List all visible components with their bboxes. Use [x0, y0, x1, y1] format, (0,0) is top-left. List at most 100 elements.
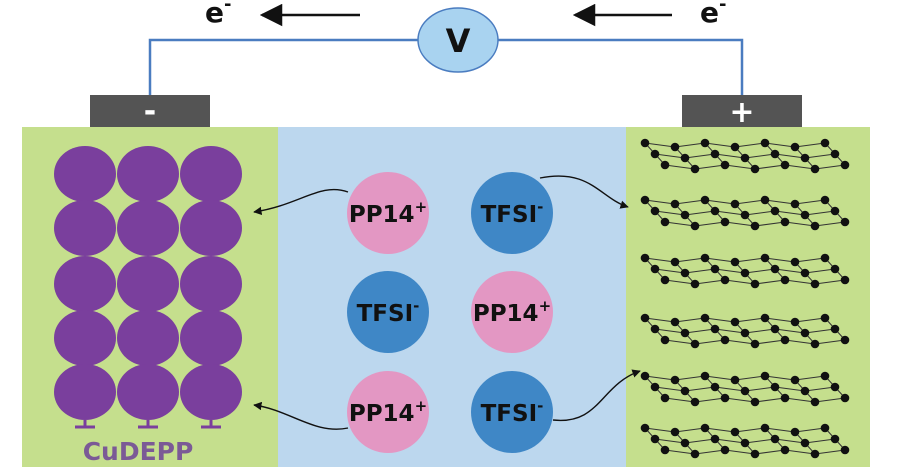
graphite-atom	[790, 257, 800, 267]
cathode-region	[626, 127, 870, 467]
graphite-atom	[750, 397, 760, 407]
graphite-atom	[710, 206, 720, 216]
cation-arrow-top	[253, 188, 349, 216]
graphite-atom	[760, 253, 770, 263]
graphite-layer	[640, 253, 850, 289]
graphite-atom	[790, 142, 800, 152]
graphite-atom	[750, 449, 760, 459]
graphite-atom	[750, 279, 760, 289]
graphite-atom	[820, 371, 830, 381]
graphite-atom	[650, 434, 660, 444]
cudepp-particle	[117, 310, 179, 366]
graphite-atom	[780, 445, 790, 455]
graphite-atom	[760, 423, 770, 433]
graphite-atom	[650, 382, 660, 392]
graphite-atom	[840, 275, 850, 285]
graphite-atom	[660, 275, 670, 285]
graphite-atom	[840, 217, 850, 227]
graphite-atom	[810, 279, 820, 289]
graphite-atom	[730, 317, 740, 327]
graphite-atom	[770, 382, 780, 392]
graphite-atom	[740, 438, 750, 448]
graphite-atom	[780, 393, 790, 403]
graphite-atom	[800, 386, 810, 396]
graphite-atom	[680, 153, 690, 163]
graphite-atom	[670, 317, 680, 327]
svg-text:PP14+: PP14+	[349, 397, 427, 427]
ion-tfsi-bottom: TFSI-	[471, 371, 553, 453]
graphite-atom	[720, 160, 730, 170]
graphite-atom	[830, 149, 840, 159]
graphite-atom	[710, 434, 720, 444]
cudepp-stem	[138, 420, 158, 429]
ion-tfsi-middle: TFSI-	[347, 271, 429, 353]
graphite-atom	[690, 279, 700, 289]
graphite-atom	[770, 264, 780, 274]
graphite-atom	[830, 434, 840, 444]
graphite-atom	[790, 427, 800, 437]
graphite-atom	[700, 138, 710, 148]
graphite-atom	[790, 199, 800, 209]
graphite-atom	[780, 217, 790, 227]
ion-tfsi-top: TFSI-	[471, 172, 553, 254]
graphite-atom	[730, 142, 740, 152]
graphite-atom	[670, 257, 680, 267]
cudepp-particle	[54, 200, 116, 256]
graphite-atom	[720, 445, 730, 455]
electron-label-right: e-	[700, 0, 726, 29]
graphite-atom	[840, 393, 850, 403]
cation-arrow-bottom	[253, 401, 349, 430]
graphite-atom	[720, 393, 730, 403]
graphite-atom	[720, 217, 730, 227]
graphite-atom	[700, 371, 710, 381]
graphite-atom	[650, 149, 660, 159]
graphite-atom	[720, 335, 730, 345]
positive-terminal	[682, 95, 802, 127]
graphite-atom	[660, 335, 670, 345]
ion-pp14-top: PP14+	[347, 172, 429, 254]
graphite-atom	[760, 371, 770, 381]
graphite-atom	[750, 164, 760, 174]
graphite-atom	[640, 195, 650, 205]
graphite-atom	[810, 164, 820, 174]
graphite-atom	[670, 199, 680, 209]
graphite-layer	[640, 138, 850, 174]
graphite-atom	[740, 153, 750, 163]
graphite-layer	[640, 313, 850, 349]
graphite-atom	[710, 382, 720, 392]
graphite-atom	[660, 445, 670, 455]
voltmeter	[417, 7, 499, 73]
cudepp-particle	[117, 200, 179, 256]
anion-arrow-top	[539, 175, 629, 209]
graphite-atom	[820, 253, 830, 263]
graphite-atom	[700, 195, 710, 205]
graphite-atom	[840, 160, 850, 170]
graphite-atom	[710, 264, 720, 274]
circuit-wire-right	[498, 38, 744, 95]
graphite-atom	[790, 375, 800, 385]
electron-label-left: e-	[205, 0, 231, 29]
graphite-atom	[690, 397, 700, 407]
graphite-atom	[760, 195, 770, 205]
graphite-atom	[800, 153, 810, 163]
graphite-atom	[640, 253, 650, 263]
graphite-atom	[740, 328, 750, 338]
graphite-atom	[750, 221, 760, 231]
graphite-atom	[730, 199, 740, 209]
anode-material-label: CuDEPP	[83, 437, 194, 466]
cudepp-particle	[54, 146, 116, 202]
graphite-atom	[820, 423, 830, 433]
cudepp-particles	[54, 146, 242, 429]
graphite-atom	[840, 335, 850, 345]
cudepp-particle	[180, 256, 242, 312]
graphite-atom	[780, 335, 790, 345]
cudepp-stem	[201, 420, 221, 429]
graphite-atom	[820, 195, 830, 205]
graphite-atom	[680, 328, 690, 338]
graphite-atom	[800, 210, 810, 220]
graphite-atom	[650, 264, 660, 274]
graphite-atom	[730, 375, 740, 385]
cudepp-particle	[54, 310, 116, 366]
graphite-atom	[650, 206, 660, 216]
